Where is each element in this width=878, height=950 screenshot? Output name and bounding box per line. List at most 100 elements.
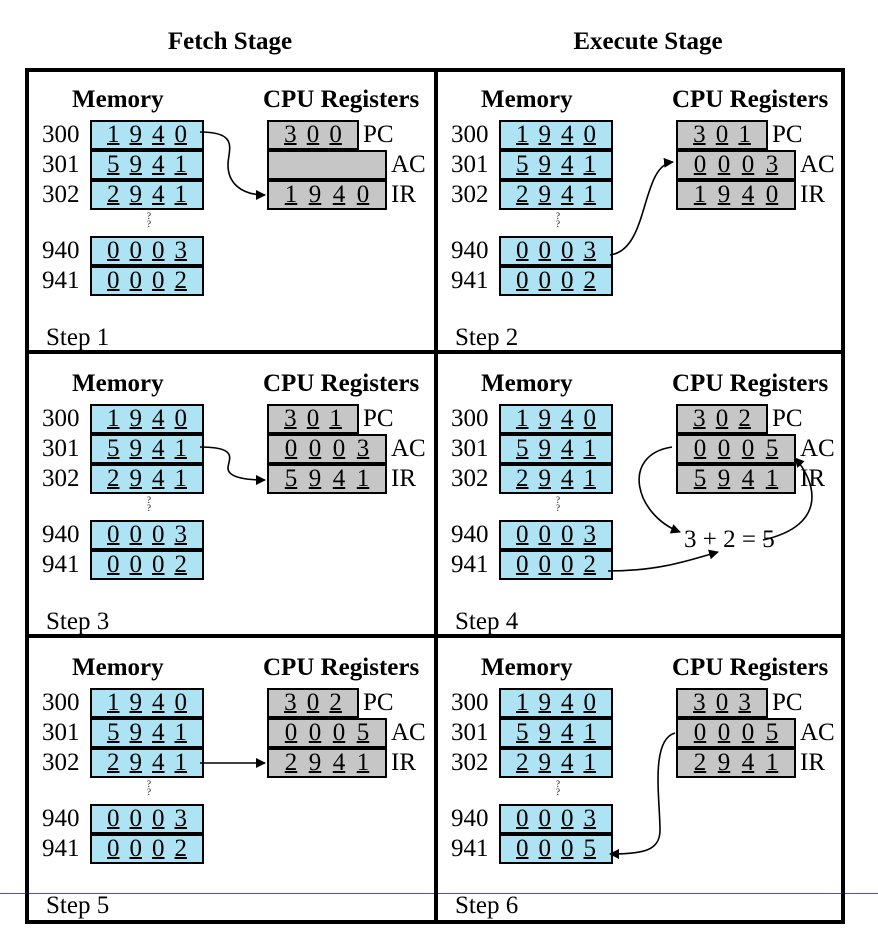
digit: 0 [561,805,574,832]
ellipsis-mark: ? [556,495,560,505]
digit: 9 [129,435,143,462]
digit: 2 [516,465,529,492]
digit: 1 [329,405,342,432]
digit: 0 [561,237,574,264]
digit: 9 [129,749,143,776]
pc-label: PC [772,121,803,148]
digit: 5 [284,465,298,492]
digit: 9 [538,749,552,776]
ir-label: IR [391,749,416,776]
digit: 0 [583,121,597,148]
digit: 4 [741,749,755,776]
digit: 4 [561,181,574,208]
digit: 0 [516,551,529,578]
ellipsis-mark: ? [147,219,151,229]
digit: 0 [693,435,707,462]
digit: 2 [516,749,529,776]
digit: 0 [107,835,120,862]
digit: 0 [332,435,346,462]
digit: 4 [561,435,574,462]
digit: 4 [561,465,574,492]
digit: 1 [765,465,779,492]
ellipsis-mark: ? [147,495,151,505]
step-label: Step 1 [46,324,110,351]
digit: 2 [284,749,298,776]
digit: 9 [129,181,143,208]
digit: 1 [174,465,188,492]
digit: 3 [284,689,297,716]
digit: 9 [717,749,731,776]
digit: 0 [174,121,188,148]
ellipsis-mark: ? [556,503,560,513]
ellipsis-mark: ? [147,211,151,221]
digit: 2 [329,689,342,716]
ir-label: IR [800,465,825,492]
digit: 1 [583,749,597,776]
digit: 0 [583,405,597,432]
digit: 0 [715,405,729,432]
digit: 1 [174,435,188,462]
digit: 5 [516,719,529,746]
digit: 3 [693,121,706,148]
digit: 0 [516,237,529,264]
row-divider [25,634,845,638]
memory-address: 940 [451,521,489,548]
digit: 0 [741,435,755,462]
digit: 4 [561,121,574,148]
digit: 9 [538,181,552,208]
ac-label: AC [391,151,426,178]
digit: 4 [152,749,165,776]
digit: 0 [538,835,552,862]
digit: 1 [107,405,120,432]
digit: 0 [284,719,298,746]
digit: 2 [107,465,120,492]
digit: 9 [538,151,552,178]
memory-address: 302 [42,749,80,776]
ellipsis-mark: ? [556,787,560,797]
digit: 0 [129,551,143,578]
memory-address: 940 [42,805,80,832]
digit: 3 [174,521,188,548]
digit: 0 [715,121,729,148]
memory-label: Memory [72,370,164,397]
digit: 9 [129,405,143,432]
digit: 0 [741,151,755,178]
memory-label: Memory [72,654,164,681]
digit: 0 [174,405,188,432]
digit: 4 [152,435,165,462]
digit: 5 [356,719,370,746]
digit: 1 [583,719,597,746]
digit: 0 [561,551,574,578]
digit: 1 [284,181,298,208]
digit: 0 [516,267,529,294]
digit: 0 [308,719,322,746]
digit: 1 [583,435,597,462]
digit: 4 [152,405,165,432]
memory-address: 940 [42,521,80,548]
step-label: Step 6 [455,892,519,919]
digit: 9 [538,465,552,492]
step-label: Step 4 [455,608,519,635]
digit: 0 [693,719,707,746]
memory-address: 300 [451,121,489,148]
